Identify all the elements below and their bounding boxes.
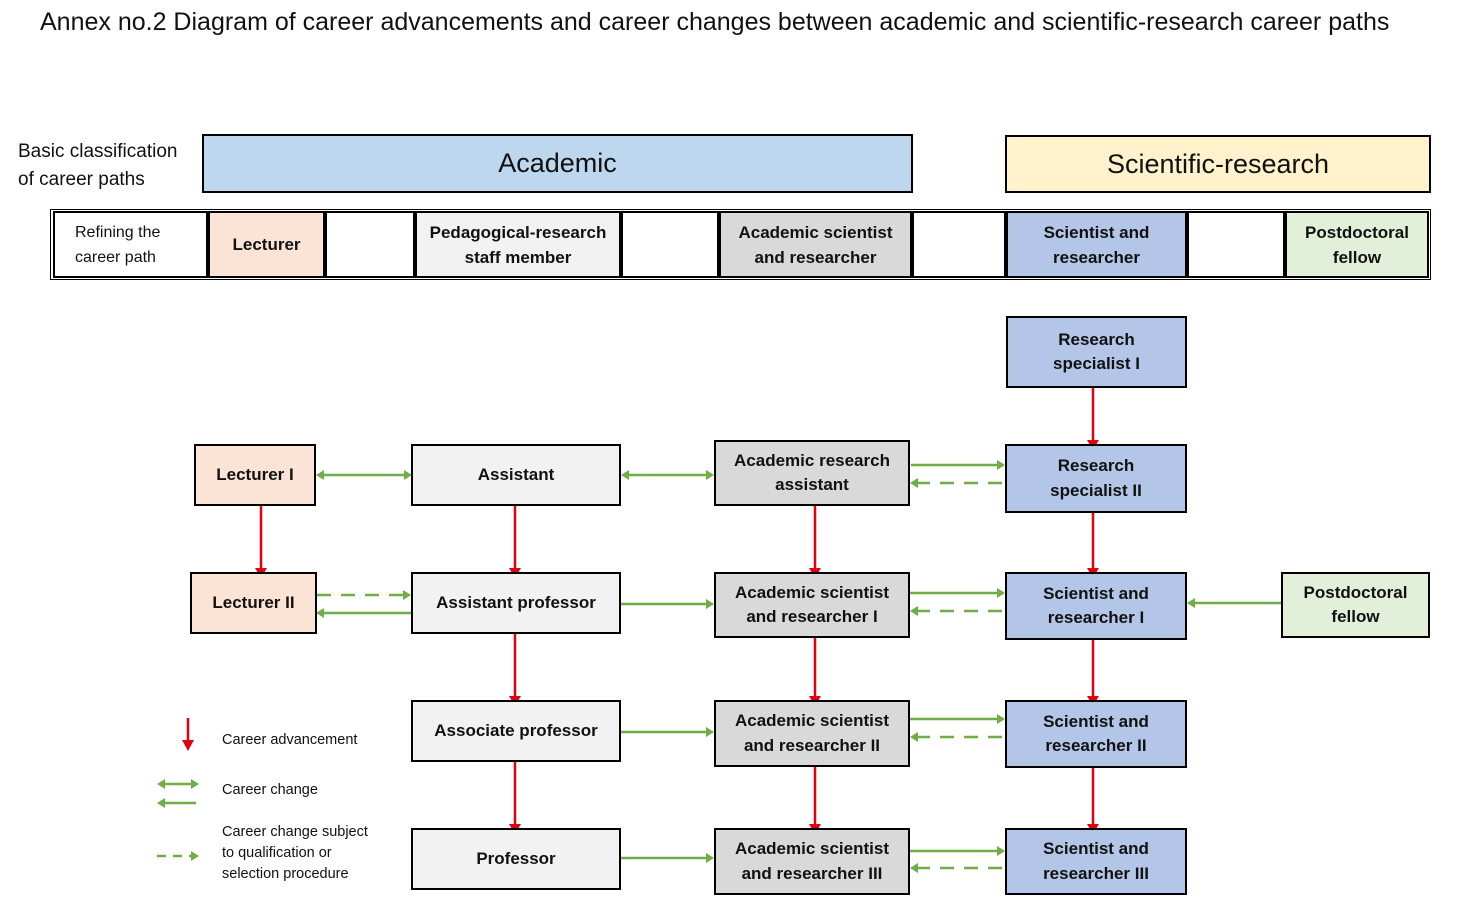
node-assistant-professor: Assistant professor: [411, 572, 621, 634]
node-label: Professor: [476, 848, 556, 868]
change-arrowhead: [910, 863, 918, 873]
node-academic-scientist-1: Academic scientist and researcher I: [714, 572, 910, 638]
node-label: Academic scientist and researcher I: [734, 582, 889, 627]
node-label: Lecturer II: [212, 592, 295, 612]
refining-row: [50, 209, 1431, 280]
page-title: Annex no.2 Diagram of career advancement…: [40, 8, 1390, 36]
change-arrowhead: [910, 732, 918, 742]
refining-scientist-label: Scientist and researcher: [1043, 222, 1150, 267]
legend-change-icon: [191, 779, 199, 789]
change-arrowhead: [706, 853, 714, 863]
change-arrowhead: [997, 588, 1005, 598]
node-label: Associate professor: [434, 720, 598, 740]
academic-band: Academic: [202, 134, 913, 193]
node-label: Assistant: [477, 464, 555, 484]
legend-change-label: Career change: [222, 782, 318, 798]
node-lecturer-2: Lecturer II: [190, 572, 317, 634]
node-research-specialist-2: Research specialist II: [1005, 444, 1187, 513]
classification-label: Basic classification of career paths: [18, 141, 178, 190]
refining-postdoc-label: Postdoctoral fellow: [1305, 222, 1409, 267]
refining-label: Refining the career path: [75, 223, 161, 266]
node-label: Scientist and researcher II: [1043, 711, 1149, 756]
legend-advancement-icon: [182, 740, 194, 751]
refining-empty-cell: [325, 211, 415, 278]
node-academic-scientist-3: Academic scientist and researcher III: [714, 828, 910, 895]
change-arrowhead: [706, 727, 714, 737]
legend-advancement-label: Career advancement: [222, 732, 358, 748]
scientific-research-band: Scientific-research: [1005, 135, 1431, 193]
node-scientist-3: Scientist and researcher III: [1005, 828, 1187, 895]
node-label: Academic scientist and researcher III: [734, 839, 889, 883]
node-lecturer-1: Lecturer I: [194, 444, 316, 506]
legend-change-icon: [157, 798, 165, 808]
legend-change-icon: [157, 779, 165, 789]
change-arrowhead: [910, 606, 918, 616]
node-scientist-1: Scientist and researcher I: [1005, 572, 1187, 640]
node-label: Scientist and researcher I: [1043, 583, 1149, 628]
node-label: Assistant professor: [436, 592, 596, 612]
change-arrowhead: [316, 470, 324, 480]
change-arrowhead: [706, 470, 714, 480]
change-arrowhead: [997, 460, 1005, 470]
refining-empty-cell: [1187, 211, 1285, 278]
node-label: Scientist and researcher III: [1043, 839, 1149, 883]
refining-academic-scientist-cell: Academic scientist and researcher: [719, 211, 912, 278]
node-research-specialist-1: Research specialist I: [1006, 316, 1187, 388]
refining-empty-cell: [912, 211, 1006, 278]
node-label: Research specialist II: [1050, 456, 1142, 500]
node-associate-professor: Associate professor: [411, 700, 621, 762]
node-assistant: Assistant: [411, 444, 621, 506]
change-arrowhead: [910, 478, 918, 488]
change-arrowhead: [997, 846, 1005, 856]
change-arrowhead: [404, 470, 412, 480]
legend-conditional-icon: [191, 851, 199, 861]
node-label: Lecturer I: [216, 464, 294, 484]
change-arrowhead: [1187, 598, 1195, 608]
refining-label-cell: Refining the career path: [53, 211, 208, 278]
legend-symbols: [157, 718, 199, 861]
refining-lecturer-label: Lecturer: [232, 235, 301, 254]
node-academic-scientist-2: Academic scientist and researcher II: [714, 700, 910, 767]
node-label: Research specialist I: [1053, 329, 1140, 374]
change-arrowhead: [316, 608, 324, 618]
node-academic-research-assistant: Academic research assistant: [714, 440, 910, 506]
scientific-band-label: Scientific-research: [1106, 148, 1330, 179]
refining-pedagogical-label: Pedagogical-research staff member: [429, 222, 607, 267]
change-arrowhead: [706, 599, 714, 609]
node-professor: Professor: [411, 828, 621, 890]
node-scientist-2: Scientist and researcher II: [1005, 700, 1187, 768]
change-arrowhead: [997, 714, 1005, 724]
change-arrowhead: [621, 470, 629, 480]
refining-scientist-cell: Scientist and researcher: [1006, 211, 1187, 278]
legend-conditional-label: Career change subject to qualification o…: [222, 824, 368, 882]
academic-band-label: Academic: [498, 148, 617, 178]
node-label: Postdoctoral fellow: [1303, 582, 1408, 627]
refining-academic-scientist-label: Academic scientist and researcher: [738, 222, 893, 267]
refining-empty-cell: [621, 211, 719, 278]
node-postdoctoral-fellow: Postdoctoral fellow: [1281, 572, 1430, 638]
node-label: Academic scientist and researcher II: [734, 711, 889, 755]
node-label: Academic research assistant: [734, 450, 890, 495]
refining-lecturer-cell: Lecturer: [208, 211, 325, 278]
refining-postdoc-cell: Postdoctoral fellow: [1285, 211, 1429, 278]
change-arrowhead: [403, 590, 411, 600]
refining-pedagogical-cell: Pedagogical-research staff member: [415, 211, 621, 278]
